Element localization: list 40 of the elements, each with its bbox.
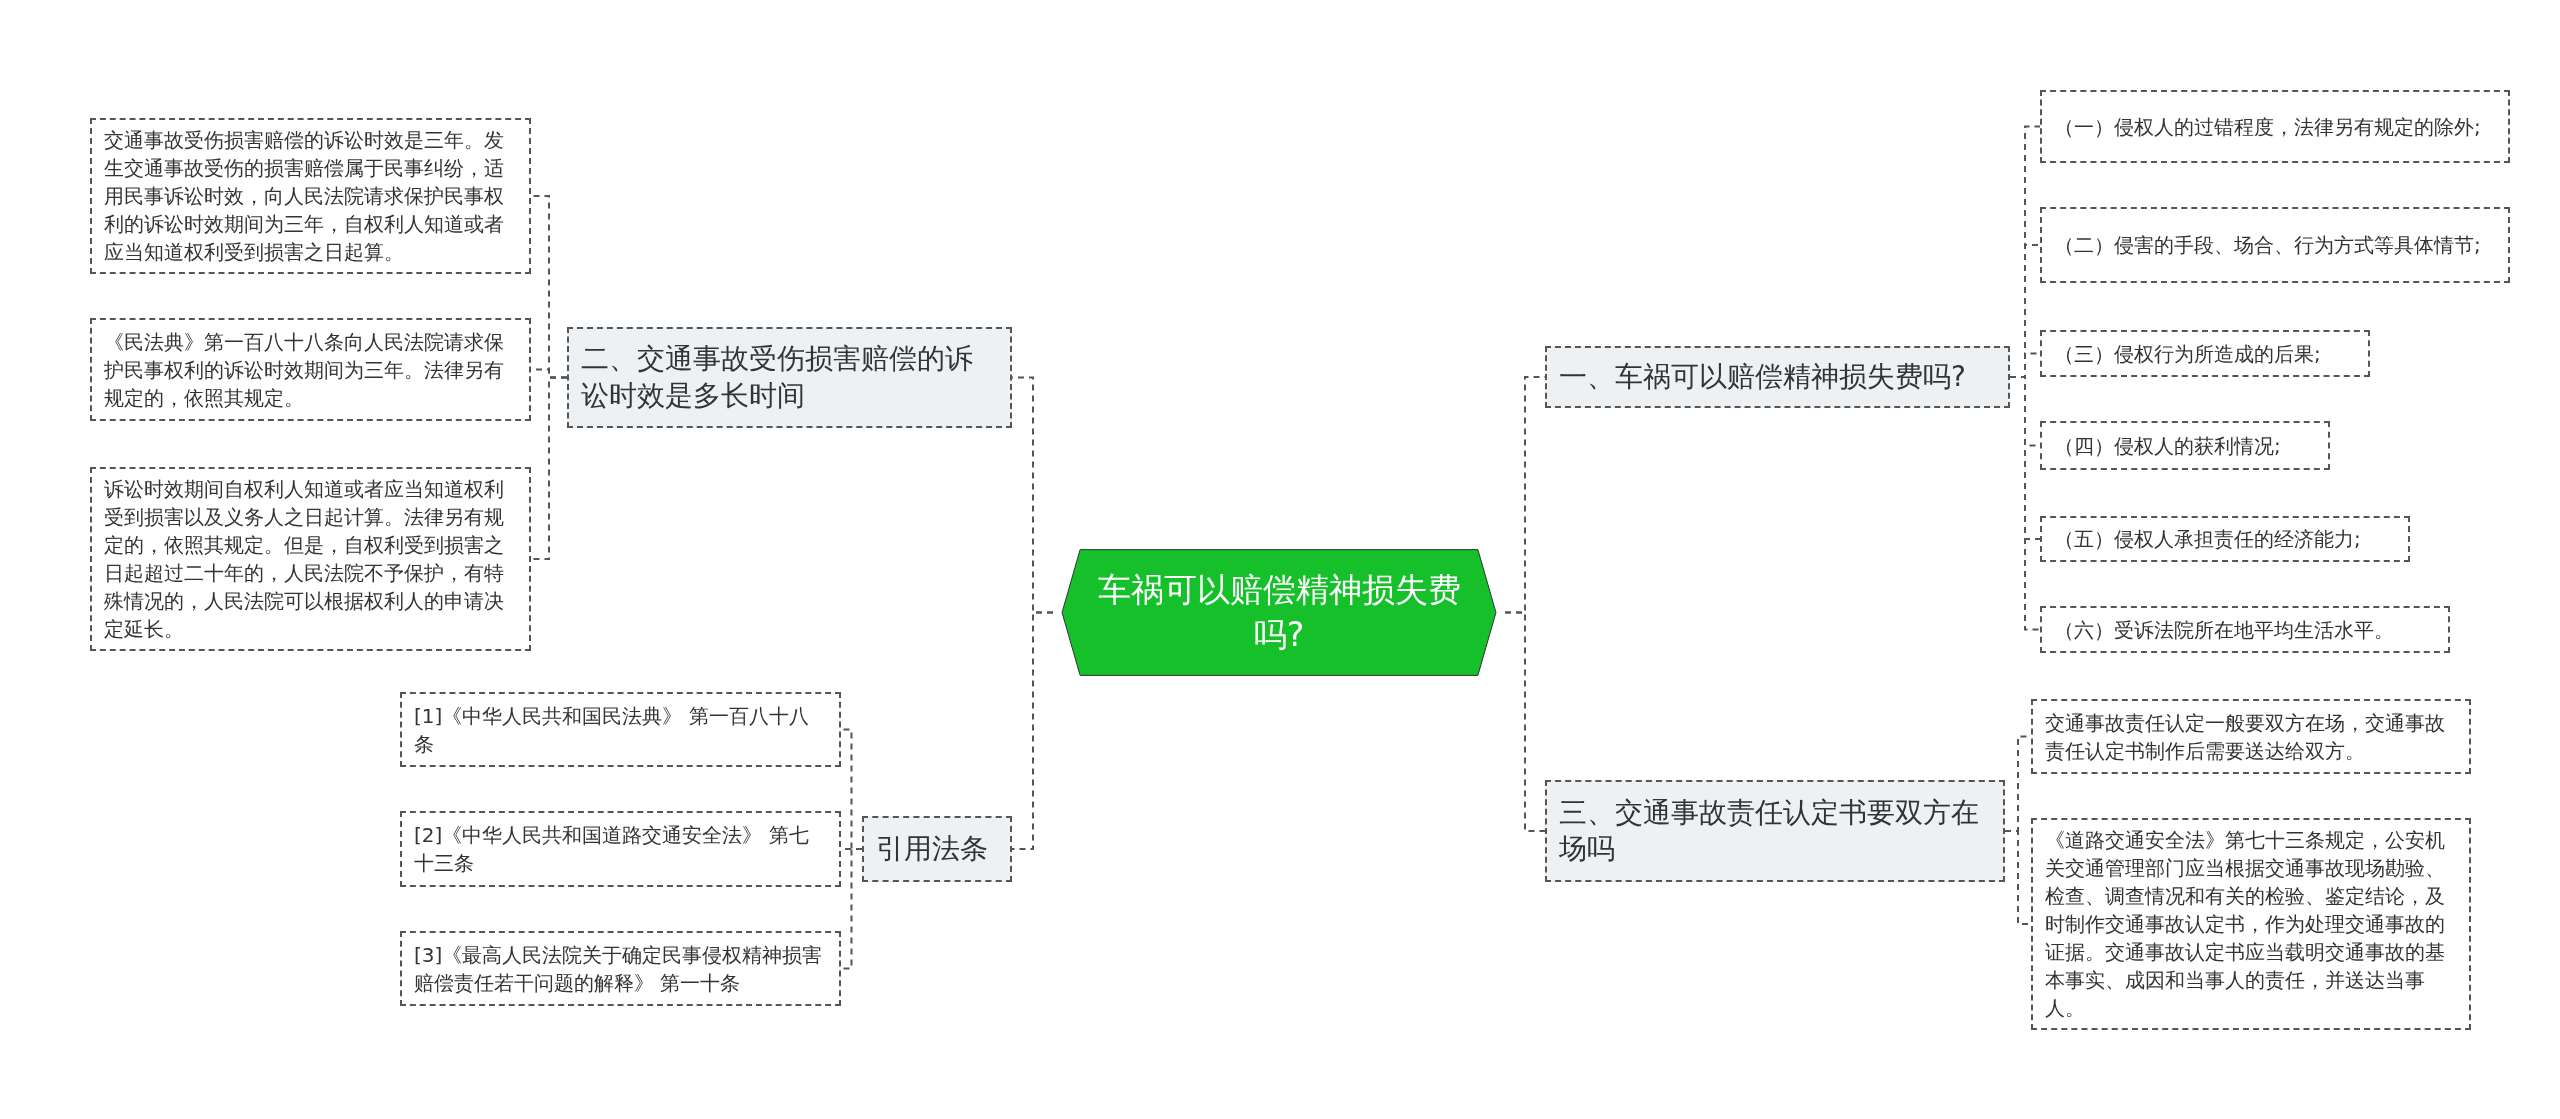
subtopic-box — [2031, 699, 2471, 774]
subtopic-box — [2040, 207, 2510, 283]
subtopic-box — [90, 118, 531, 274]
subtopic-box — [2040, 90, 2510, 163]
topic-text: [1]《中华人民共和国民法典》 第一百八十八条 — [414, 702, 810, 758]
subtopic-box — [2040, 421, 2330, 470]
topic-box — [567, 327, 1012, 428]
topic-text: 一、车祸可以赔偿精神损失费吗? — [1559, 358, 1966, 395]
subtopic-box — [2040, 330, 2370, 377]
topic-box — [862, 816, 1012, 882]
topic-text: （二）侵害的手段、场合、行为方式等具体情节; — [2054, 232, 2481, 259]
connector — [1504, 611, 1546, 832]
topic-text: 交通事故责任认定一般要双方在场，交通事故责任认定书制作后需要送达给双方。 — [2045, 709, 2446, 765]
topic-text: [3]《最高人民法院关于确定民事侵权精神损害赔偿责任若干问题的解释》 第一十条 — [414, 941, 824, 997]
topic-text: 引用法条 — [876, 830, 988, 867]
subtopic-box — [90, 318, 531, 421]
topic-text: （六）受诉法院所在地平均生活水平。 — [2054, 616, 2394, 644]
topic-text: 诉讼时效期间自权利人知道或者应当知道权利受到损害以及义务人之日起计算。法律另有规定的，依照其规定。但是，自权利受到损害之日起超过二十年的，人民法院不予保护，有特殊情况的，人民法院可以根据权利人的申请决定延长。 — [104, 476, 505, 643]
topic-text: 《道路交通安全法》第七十三条规定，公安机关交通管理部门应当根据交通事故现场勘验、检查、调查情况和有关的检验、鉴定结论，及时制作交通事故认定书，作为处理交通事故的证据。交通事故认定书应当载明交通事故的基本事实、成因和当事人的责任，并送达当事人。 — [2045, 827, 2446, 1022]
topic-box — [1545, 780, 2005, 882]
subtopic-box — [400, 811, 841, 887]
topic-text: （三）侵权行为所造成的后果; — [2054, 340, 2321, 368]
topic-text: 二、交通事故受伤损害赔偿的诉讼时效是多长时间 — [581, 341, 974, 414]
subtopic-box — [400, 692, 841, 767]
topic-text: 交通事故受伤损害赔偿的诉讼时效是三年。发生交通事故受伤的损害赔偿属于民事纠纷，适用民事诉讼时效，向人民法院请求保护民事权利的诉讼时效期间为三年，自权利人知道或者应当知道权利受到损害之日起算。 — [104, 127, 505, 266]
subtopic-box — [2031, 818, 2471, 1030]
subtopic-box — [2040, 606, 2450, 653]
topic-text: （一）侵权人的过错程度，法律另有规定的除外; — [2054, 113, 2481, 141]
topic-text: （四）侵权人的获利情况; — [2054, 432, 2281, 460]
subtopic-box — [400, 931, 841, 1006]
subtopic-box — [2040, 516, 2410, 562]
topic-text: 三、交通事故责任认定书要双方在场吗 — [1559, 794, 1980, 867]
topic-text: 《民法典》第一百八十八条向人民法院请求保护民事权利的诉讼时效期间为三年。法律另有规定的，依照其规定。 — [104, 328, 505, 412]
connector — [1011, 611, 1054, 850]
topic-text: （五）侵权人承担责任的经济能力; — [2054, 526, 2361, 553]
connector — [2009, 376, 2041, 631]
subtopic-box — [90, 467, 531, 651]
topic-text: 车祸可以赔偿精神损失费吗? — [1096, 568, 1462, 656]
topic-text: [2]《中华人民共和国道路交通安全法》 第七十三条 — [414, 822, 810, 877]
topic-box — [1545, 346, 2010, 408]
